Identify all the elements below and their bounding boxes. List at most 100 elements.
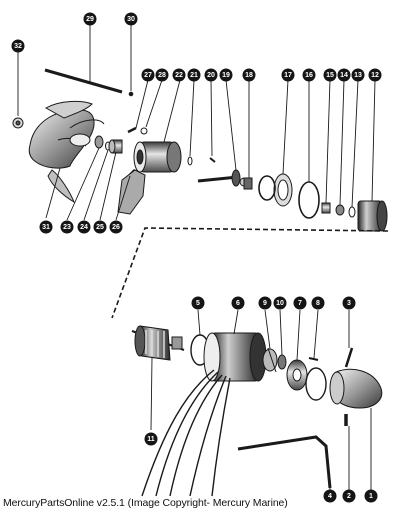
callout-32: 32 (11, 39, 25, 53)
callout-number: 29 (86, 16, 94, 23)
callout-number: 24 (80, 224, 88, 231)
callout-number: 16 (305, 72, 313, 79)
power-cables (141, 369, 231, 497)
callout-12: 12 (368, 68, 382, 82)
leader-lines (17, 25, 376, 494)
armature-shaft (197, 169, 249, 187)
callout-number: 32 (14, 43, 22, 50)
callout-badge (342, 296, 356, 310)
callout-badge (172, 68, 186, 82)
callout-5: 5 (191, 296, 205, 310)
callout-19: 19 (219, 68, 233, 82)
callout-4: 4 (323, 489, 337, 503)
callout-16: 16 (302, 68, 316, 82)
assembly-leader-line (111, 227, 389, 319)
callout-badge (242, 68, 256, 82)
propeller (28, 100, 105, 204)
callout-badge (293, 296, 307, 310)
callout-number: 17 (284, 72, 292, 79)
callout-11: 11 (144, 432, 158, 446)
callout-number: 14 (340, 72, 348, 79)
callout-badge (155, 68, 169, 82)
callout-9: 9 (258, 296, 272, 310)
callout-31: 31 (39, 220, 53, 234)
bearing (108, 139, 123, 154)
callout-number: 26 (112, 224, 120, 231)
washer (187, 156, 193, 166)
callout-badge (323, 489, 337, 503)
seal (273, 173, 293, 207)
callout-6: 6 (231, 296, 245, 310)
callout-number: 19 (222, 72, 230, 79)
callout-number: 5 (196, 300, 200, 307)
callout-number: 31 (42, 224, 50, 231)
brush-plate (262, 347, 287, 373)
callout-badge (281, 68, 295, 82)
callout-1: 1 (364, 489, 378, 503)
callout-number: 21 (190, 72, 198, 79)
callout-27: 27 (141, 68, 155, 82)
cap-screw (344, 347, 354, 368)
callout-badge (144, 432, 158, 446)
callout-badge (39, 220, 53, 234)
callout-14: 14 (337, 68, 351, 82)
callout-2: 2 (342, 489, 356, 503)
o-ring (140, 127, 148, 135)
motor-housing (203, 332, 267, 382)
callout-10: 10 (273, 296, 287, 310)
callout-26: 26 (109, 220, 123, 234)
callout-badge (302, 68, 316, 82)
callout-25: 25 (93, 220, 107, 234)
lower-rod (237, 435, 332, 489)
callout-number: 4 (328, 493, 332, 500)
callout-badge (11, 39, 25, 53)
callout-number: 15 (326, 72, 334, 79)
callout-23: 23 (60, 220, 74, 234)
callout-number: 7 (298, 300, 302, 307)
callout-badge (141, 68, 155, 82)
callout-number: 10 (276, 300, 284, 307)
callout-number: 20 (207, 72, 215, 79)
propeller-nut (12, 117, 24, 129)
end-cap (357, 200, 388, 232)
callout-7: 7 (293, 296, 307, 310)
callout-badge (109, 220, 123, 234)
callout-badge (60, 220, 74, 234)
callout-number: 11 (147, 436, 155, 443)
callout-badge (93, 220, 107, 234)
spacer (335, 204, 345, 216)
callout-number: 23 (63, 224, 71, 231)
armature (131, 325, 185, 361)
callout-number: 27 (144, 72, 152, 79)
callout-8: 8 (311, 296, 325, 310)
brush-holder (286, 359, 308, 391)
callout-badge (273, 296, 287, 310)
callout-17: 17 (281, 68, 295, 82)
callout-badge (83, 12, 97, 26)
callout-badge (323, 68, 337, 82)
callout-21: 21 (187, 68, 201, 82)
callout-30: 30 (124, 12, 138, 26)
callout-badge (191, 296, 205, 310)
callout-badge (219, 68, 233, 82)
callout-24: 24 (77, 220, 91, 234)
callout-badge (311, 296, 325, 310)
copyright-caption: MercuryPartsOnline v2.5.1 (Image Copyrig… (3, 497, 288, 509)
callout-number: 6 (236, 300, 240, 307)
thrust-washer (94, 135, 104, 149)
callout-number: 22 (175, 72, 183, 79)
callout-badge (368, 68, 382, 82)
callout-number: 3 (347, 300, 351, 307)
callout-number: 2 (347, 493, 351, 500)
callout-number: 8 (316, 300, 320, 307)
spring-washer (348, 206, 356, 218)
callout-18: 18 (242, 68, 256, 82)
callout-number: 1 (369, 493, 373, 500)
callout-badge (351, 68, 365, 82)
callout-number: 18 (245, 72, 253, 79)
thrust-bearing (321, 202, 331, 214)
end-cap-o-ring (305, 367, 327, 401)
callout-3: 3 (342, 296, 356, 310)
callout-badge (77, 220, 91, 234)
callout-number: 30 (127, 16, 135, 23)
